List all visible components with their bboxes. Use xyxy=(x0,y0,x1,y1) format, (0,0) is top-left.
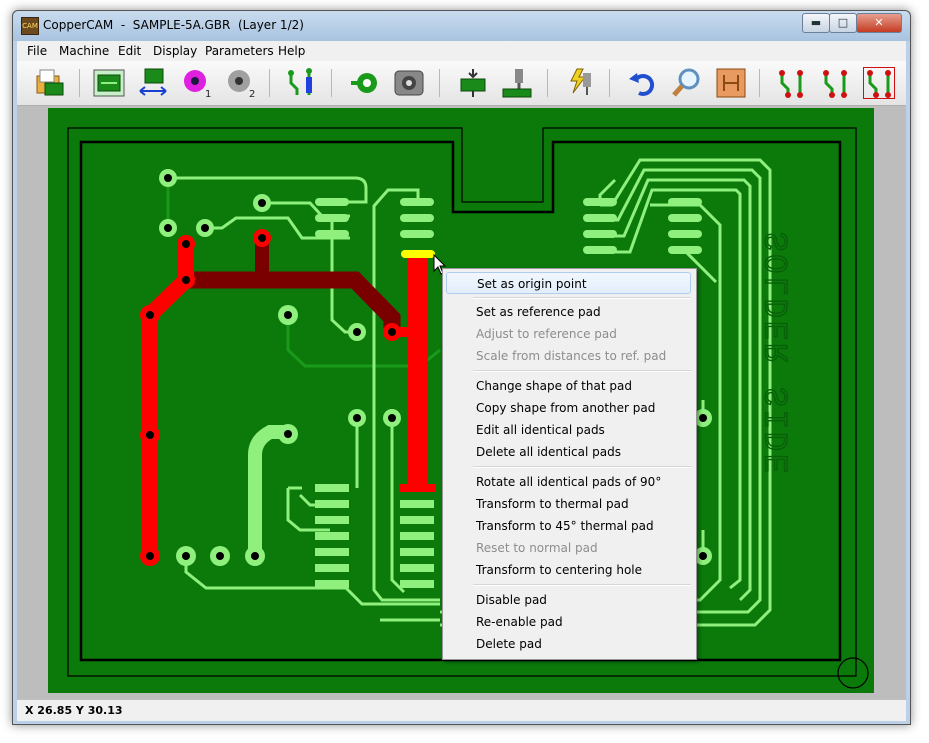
undo-button[interactable] xyxy=(627,67,659,99)
drill-1-icon: 1 xyxy=(184,70,211,100)
view-board-icon xyxy=(93,69,125,97)
title-bar[interactable]: CAM CopperCAM - SAMPLE-5A.GBR (Layer 1/2… xyxy=(13,11,910,41)
menu-scale-from-distances[interactable]: Scale from distances to ref. pad xyxy=(476,349,667,363)
tracks-button[interactable] xyxy=(285,67,317,99)
contour-1-icon xyxy=(779,70,803,98)
window-title: CopperCAM - SAMPLE-5A.GBR (Layer 1/2) xyxy=(43,18,304,32)
close-icon: ✕ xyxy=(874,16,884,29)
machining-icon xyxy=(502,69,532,98)
menu-thermal-pad[interactable]: Transform to thermal pad xyxy=(476,497,629,511)
drill-2-icon: 2 xyxy=(228,70,255,100)
tracks-icon xyxy=(288,68,312,95)
contour-2-icon xyxy=(823,70,847,98)
menu-machine[interactable]: Machine xyxy=(59,44,110,58)
menu-file[interactable]: File xyxy=(27,44,48,58)
undo-icon xyxy=(629,73,655,96)
toolbar: 1 2 xyxy=(17,61,906,106)
contour-2-button[interactable] xyxy=(819,67,851,99)
pad-shape-button[interactable] xyxy=(393,67,425,99)
zoom-icon xyxy=(672,68,700,97)
close-button[interactable]: ✕ xyxy=(856,13,902,33)
menu-delete-pad[interactable]: Delete pad xyxy=(476,637,542,651)
contour-1-button[interactable] xyxy=(775,67,807,99)
menu-help[interactable]: Help xyxy=(278,44,306,58)
mirror-board-icon xyxy=(139,68,167,96)
drill-1-button[interactable]: 1 xyxy=(181,67,213,100)
menu-edit-identical-pads[interactable]: Edit all identical pads xyxy=(476,423,605,437)
menu-centering-hole[interactable]: Transform to centering hole xyxy=(476,563,643,577)
maximize-icon: □ xyxy=(837,16,849,29)
pad-context-menu: Set as origin point Set as reference pad… xyxy=(442,268,697,660)
menu-adjust-to-reference-pad[interactable]: Adjust to reference pad xyxy=(476,327,617,341)
minimize-icon: ▬ xyxy=(810,16,822,29)
open-file-button[interactable] xyxy=(33,67,65,99)
contour-3-icon xyxy=(867,70,891,98)
svg-text:1: 1 xyxy=(205,89,211,99)
board-outline-icon xyxy=(716,68,746,98)
engrave-button[interactable] xyxy=(563,67,595,99)
view-board-button[interactable] xyxy=(93,67,125,99)
board-dimensions-button[interactable] xyxy=(457,67,489,99)
menu-disable-pad[interactable]: Disable pad xyxy=(476,593,547,607)
drill-2-button[interactable]: 2 xyxy=(225,67,257,100)
status-bar: X 26.85 Y 30.13 xyxy=(17,699,906,721)
menu-parameters[interactable]: Parameters xyxy=(205,44,274,58)
svg-text:2: 2 xyxy=(249,89,255,99)
menu-copy-pad-shape[interactable]: Copy shape from another pad xyxy=(476,401,656,415)
mirror-board-button[interactable] xyxy=(137,67,169,99)
app-icon: CAM xyxy=(21,17,39,35)
contour-3-button[interactable] xyxy=(863,67,895,99)
machining-button[interactable] xyxy=(501,67,533,99)
menu-set-reference-pad[interactable]: Set as reference pad xyxy=(476,305,601,319)
board-dimensions-icon xyxy=(460,69,486,97)
maximize-button[interactable]: □ xyxy=(829,13,857,33)
menu-reenable-pad[interactable]: Re-enable pad xyxy=(476,615,563,629)
menu-change-pad-shape[interactable]: Change shape of that pad xyxy=(476,379,632,393)
minimize-button[interactable]: ▬ xyxy=(802,13,830,33)
menu-display[interactable]: Display xyxy=(153,44,198,58)
menu-rotate-identical-pads[interactable]: Rotate all identical pads of 90° xyxy=(476,475,662,489)
menu-delete-identical-pads[interactable]: Delete all identical pads xyxy=(476,445,621,459)
menu-reset-normal-pad[interactable]: Reset to normal pad xyxy=(476,541,598,555)
zoom-button[interactable] xyxy=(671,67,703,99)
menu-set-origin-point[interactable]: Set as origin point xyxy=(446,272,691,294)
pad-ring-button[interactable] xyxy=(349,67,381,99)
menu-bar: File Machine Edit Display Parameters Hel… xyxy=(17,41,906,61)
engrave-icon xyxy=(570,68,591,95)
pad-ring-icon xyxy=(351,73,377,93)
open-file-icon xyxy=(36,69,64,96)
menu-45-thermal-pad[interactable]: Transform to 45° thermal pad xyxy=(476,519,654,533)
board-outline-button[interactable] xyxy=(715,67,747,99)
menu-edit[interactable]: Edit xyxy=(118,44,142,58)
pad-shape-icon xyxy=(394,70,424,96)
cursor-coordinates: X 26.85 Y 30.13 xyxy=(25,704,123,717)
